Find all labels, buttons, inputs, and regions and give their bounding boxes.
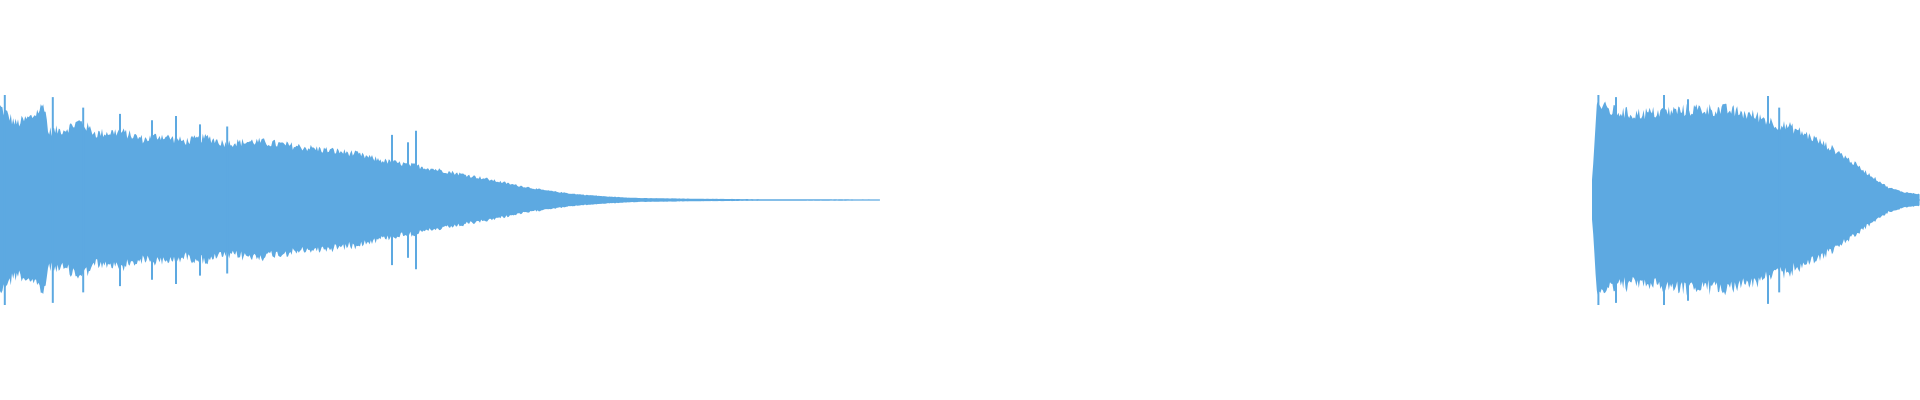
- waveform-body: [0, 104, 880, 294]
- waveform-body: [1592, 99, 1920, 298]
- waveform-layer: [0, 95, 1920, 305]
- waveform-segment-1: [0, 95, 880, 305]
- waveform-segment-2: [1592, 95, 1920, 305]
